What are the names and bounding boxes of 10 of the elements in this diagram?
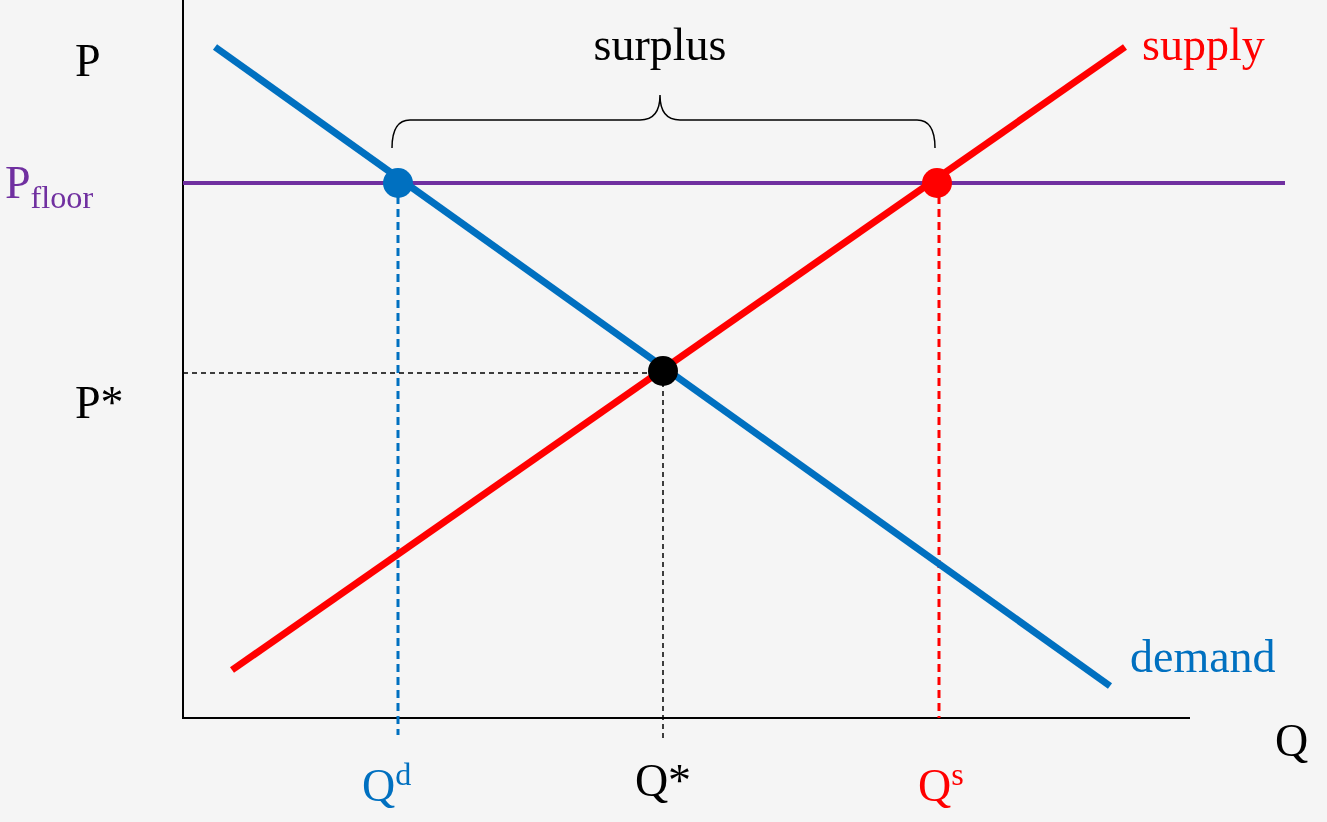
axis-label: Q$^{s}$: [918, 758, 964, 810]
axis-label: P$_{floor}$: [5, 160, 94, 214]
curve-label: supply: [1142, 22, 1265, 68]
axis-label: Q$^{d}$: [362, 758, 412, 810]
axis-label: Q: [1275, 718, 1309, 764]
axis-label: P: [75, 38, 101, 84]
curve-label: surplus: [593, 22, 727, 68]
axis-label: Q*: [634, 758, 692, 804]
axis-label: P*: [75, 380, 124, 426]
curve-label: demand: [1130, 634, 1276, 680]
